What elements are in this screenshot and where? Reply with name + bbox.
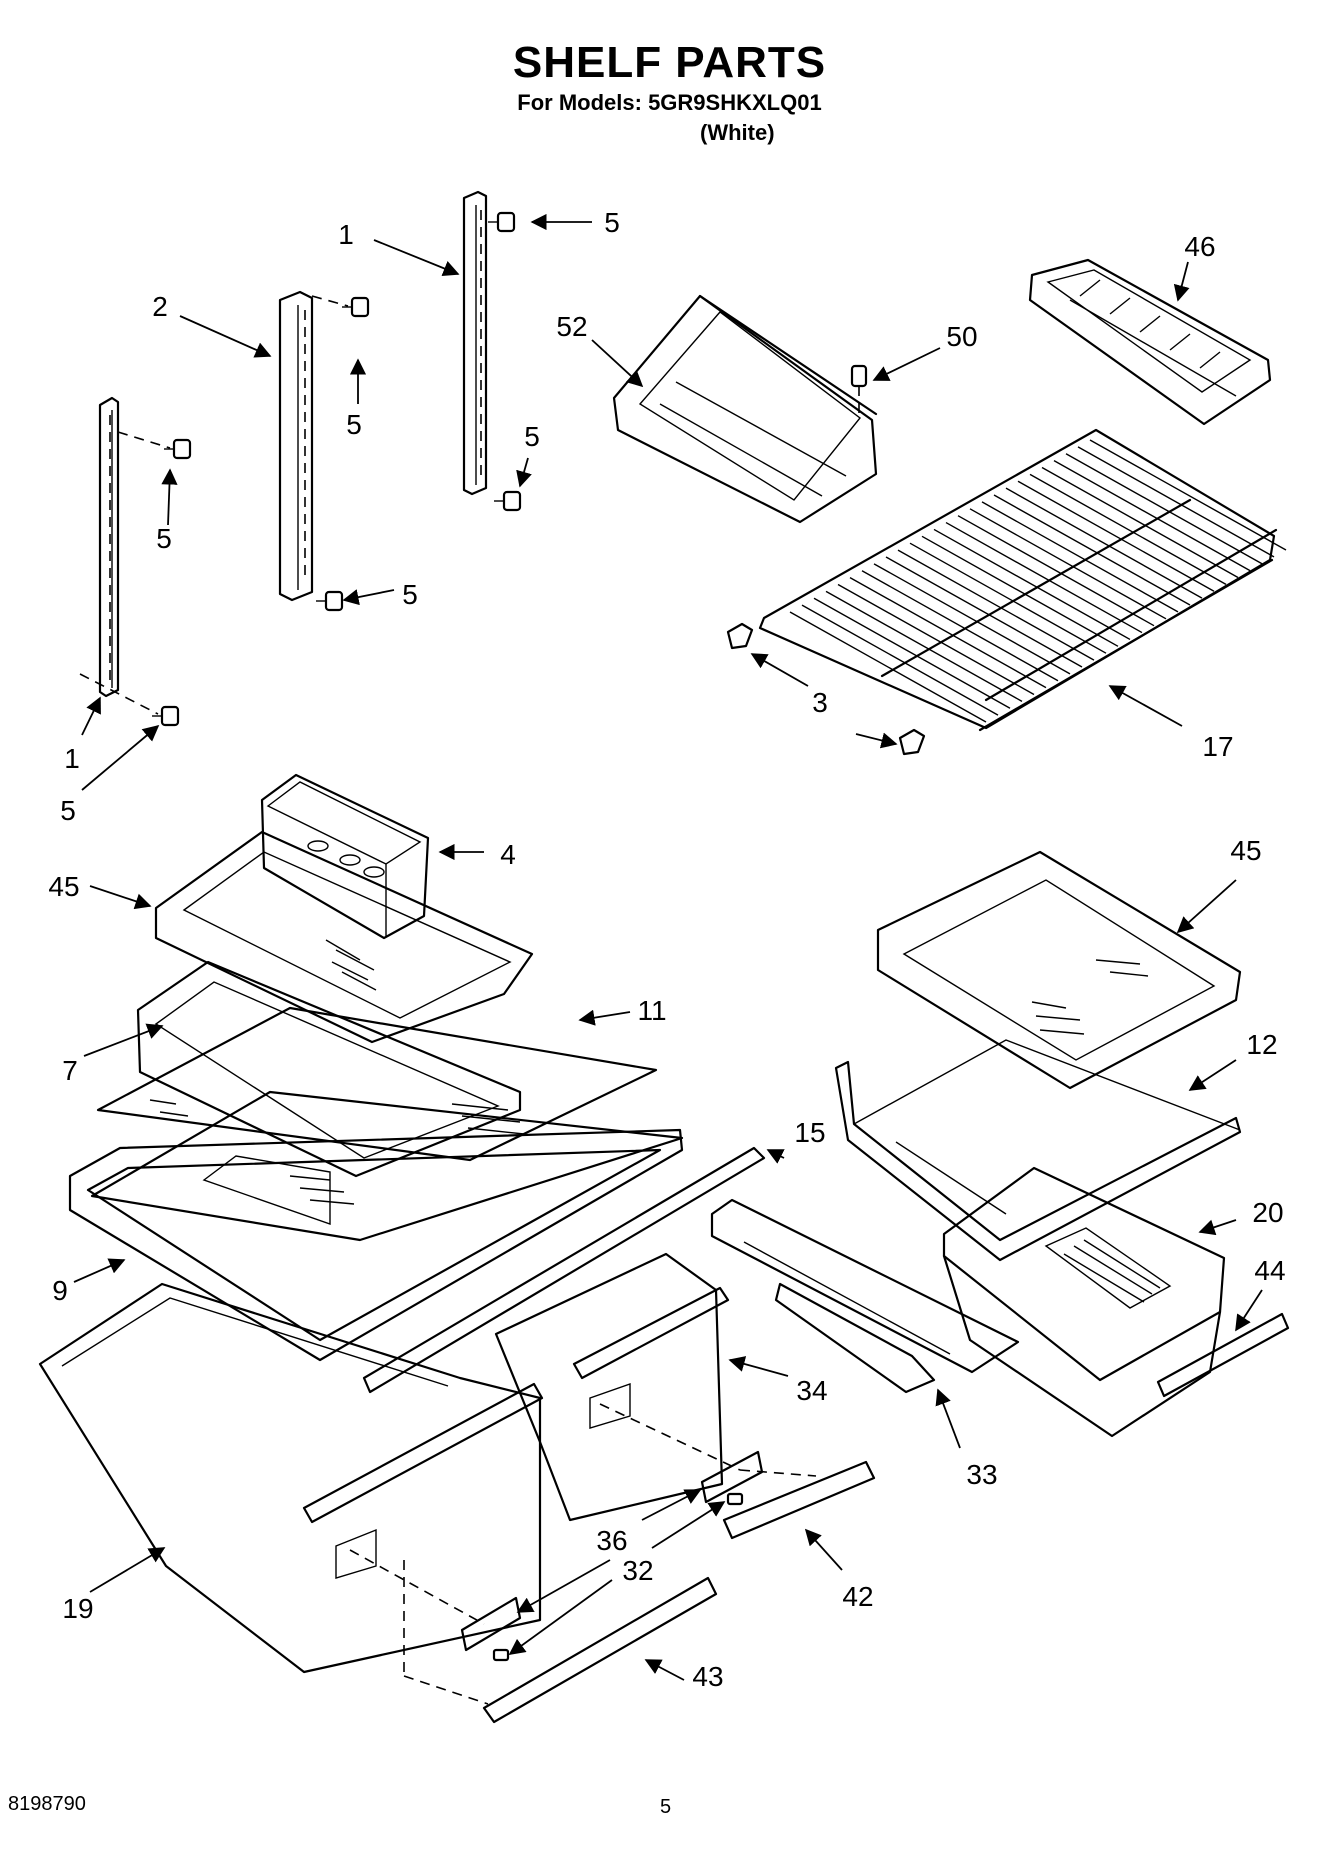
wire-rod [1029,473,1227,586]
callout-labels: 1 5 2 5 5 5 5 1 5 52 50 46 3 17 4 45 45 … [48,207,1285,1692]
color-variant: (White) [700,120,775,145]
callout-label: 52 [556,311,587,342]
drawer-slide-rail [710,1198,1020,1394]
glass-panel [96,1006,658,1162]
wire-shelf [758,428,1287,732]
document-number: 8198790 [8,1793,86,1815]
wire-rod [993,494,1191,606]
callout-label: 46 [1184,231,1215,262]
deli-tray [942,1166,1226,1438]
callout-label: 42 [842,1581,873,1612]
wire-rod [837,583,1035,696]
wire-rod [885,556,1083,668]
callout-label: 5 [156,523,172,554]
callout-label: 32 [622,1555,653,1586]
wire-rod [1065,453,1263,565]
wire-rod [909,542,1107,654]
rail-left [98,396,120,698]
wire-rod [1005,487,1203,599]
wire-rod [933,528,1131,641]
wire-rod [1089,439,1287,551]
crisper-drawer-left [38,1282,544,1674]
screws [152,211,522,727]
wire-rod [1041,466,1239,579]
screw [152,705,180,727]
screw [488,211,516,233]
drawer-clips [460,1450,764,1662]
glass-shelf-right [876,850,1242,1090]
callout-label: 17 [1202,731,1233,762]
leader-lines [73,213,1263,1681]
wire-rod [789,611,987,723]
screw [494,490,522,512]
divider-bar [362,1146,766,1394]
screw [316,590,344,612]
wire-rod [981,501,1179,613]
page-number: 5 [660,1796,672,1818]
wire-rod [1053,460,1251,572]
callout-label: 33 [966,1459,997,1490]
crisper-cover-frame [68,1128,684,1362]
callout-label: 15 [794,1117,825,1148]
callout-label: 1 [338,219,354,250]
callout-label: 45 [48,871,79,902]
callout-label: 36 [596,1525,627,1556]
drawer-handle-trims [482,1460,876,1724]
callout-label: 11 [637,995,666,1026]
wire-rod [813,597,1011,709]
callout-label: 44 [1254,1255,1285,1286]
wire-rod [825,590,1023,702]
screw [164,438,192,460]
shelf-pegs [726,622,926,756]
callout-label: 5 [60,795,76,826]
callout-label: 1 [64,743,80,774]
page-title: SHELF PARTS [512,38,827,87]
ice-tray [1028,258,1272,426]
crisper-drawer-right [494,1252,730,1522]
wire-rod [801,604,999,716]
wire-rod [921,535,1119,647]
callout-label: 4 [500,839,516,870]
wire-rod [861,570,1059,682]
wire-rod [897,549,1095,661]
callout-label: 3 [812,687,828,718]
models-line: For Models: 5GR9SHKXLQ01 [517,90,822,115]
callout-label: 9 [52,1275,68,1306]
wire-rod [969,508,1167,620]
callout-label: 5 [604,207,620,238]
callout-label: 34 [796,1375,827,1406]
callout-label: 7 [62,1055,78,1086]
callout-label: 50 [946,321,977,352]
screw [850,364,868,420]
callout-label: 12 [1246,1029,1277,1060]
trim-strip [1156,1312,1290,1398]
wire-rod [957,515,1155,627]
screw-dash-guides [79,295,349,715]
assembly-guides [349,1403,817,1705]
screw [342,296,370,318]
shelf-tray [612,294,878,524]
callout-label: 5 [524,421,540,452]
rail-middle [278,290,314,602]
wire-rod [849,576,1047,689]
callout-label: 45 [1230,835,1261,866]
callout-label: 5 [402,579,418,610]
rail-right [462,190,488,496]
callout-label: 2 [152,291,168,322]
callout-label: 5 [346,409,362,440]
glass-insert [90,1090,684,1242]
wire-rod [873,563,1071,675]
door-basket [260,773,430,940]
wire-rod [1017,480,1215,592]
glass-shelf-left [154,830,534,1044]
shelf-frame-right [834,1039,1242,1262]
callout-label: 43 [692,1661,723,1692]
wire-rod [1077,446,1275,558]
wire-rod [945,521,1143,634]
callout-label: 20 [1252,1197,1283,1228]
callout-label: 19 [62,1593,93,1624]
shelf-frame [136,960,522,1178]
